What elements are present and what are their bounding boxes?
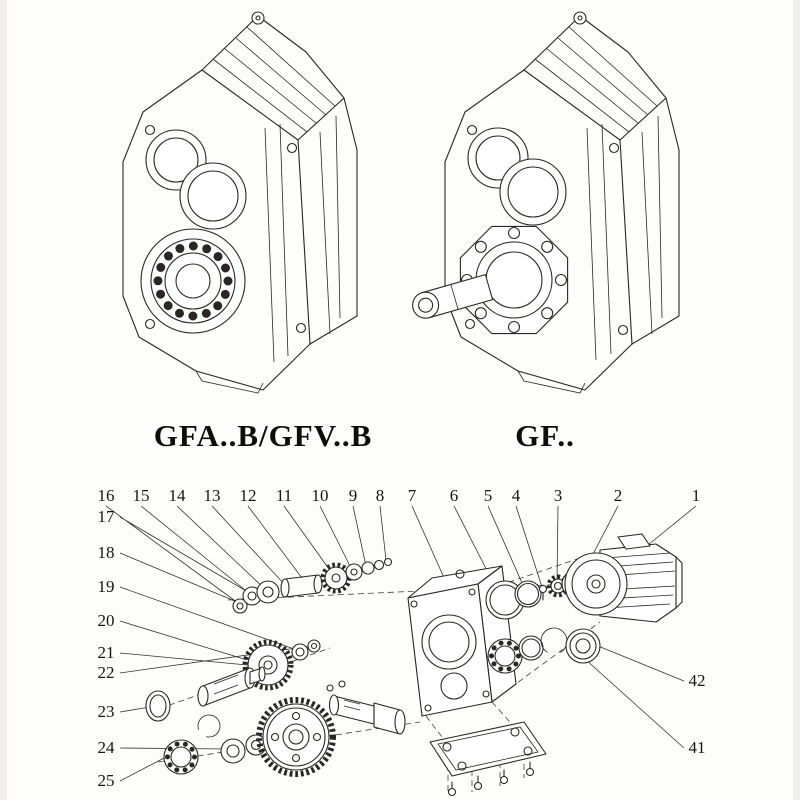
gf-input-bores — [467, 127, 567, 226]
output-shaft — [328, 694, 406, 735]
gf-foot-step — [517, 370, 586, 394]
retaining-ring — [197, 714, 221, 738]
model-label-gf: GF.. — [515, 418, 575, 453]
bearing — [256, 580, 280, 604]
callout-number: 15 — [133, 486, 150, 505]
callout-number: 7 — [408, 486, 417, 505]
gf-output-shaft — [412, 274, 494, 319]
callout-number: 23 — [98, 702, 115, 721]
oil-seal — [565, 628, 601, 664]
mounting-bolts — [447, 761, 535, 797]
callout-number: 19 — [98, 577, 115, 596]
exploded-view: 16 15 14 13 12 11 10 9 8 7 6 5 4 3 2 1 1… — [98, 486, 706, 797]
gf-breather-plug — [573, 11, 587, 25]
small-gear — [320, 562, 352, 594]
spacer-ring — [518, 635, 544, 661]
callout-number: 9 — [349, 486, 358, 505]
callout-number: 25 — [98, 771, 115, 790]
electric-motor — [564, 533, 683, 623]
washer — [291, 643, 309, 661]
callout-number: 3 — [554, 486, 563, 505]
motor-flange — [564, 552, 628, 616]
output-shaft-parts — [163, 680, 406, 777]
gfab-top-ribs — [212, 26, 336, 133]
gf-top-face — [523, 69, 667, 141]
retaining-ring — [540, 627, 568, 655]
model-label-gfab: GFA..B/GFV..B — [154, 418, 373, 453]
callout-number: 2 — [614, 486, 623, 505]
locknut — [373, 559, 385, 571]
gfab-front-ribs — [264, 123, 289, 363]
callout-number: 42 — [689, 671, 706, 690]
gf-front-right-edge — [619, 139, 633, 345]
callout-number: 20 — [98, 611, 115, 630]
callout-number: 41 — [689, 738, 706, 757]
callout-number: 18 — [98, 543, 115, 562]
gfab-hollow-shaft-bearing — [140, 228, 246, 334]
key — [383, 557, 393, 567]
gfab-input-bores — [145, 129, 247, 230]
intermediate-shaft — [197, 666, 266, 707]
gf-front-ribs — [586, 123, 612, 361]
callout-number: 12 — [240, 486, 257, 505]
gfab-side-ribs — [319, 115, 341, 335]
gf-output-flange — [459, 225, 569, 335]
bearing — [487, 638, 523, 674]
motor-end-cap — [675, 556, 683, 609]
spacer-ring — [361, 561, 375, 575]
callout-number: 22 — [98, 663, 115, 682]
callout-number: 16 — [98, 486, 115, 505]
gfab-front-right-edge — [297, 139, 311, 345]
intermediate-parts — [145, 639, 321, 722]
gfab-corner-bolt-holes — [144, 124, 307, 334]
motor-fins — [605, 552, 676, 609]
photo-margin-right — [793, 0, 800, 800]
gearbox-drawing-gfab — [122, 11, 358, 394]
motor-terminal-box — [617, 533, 651, 550]
gasket — [485, 580, 525, 620]
callout-number: 11 — [276, 486, 292, 505]
gear-housing — [407, 565, 517, 717]
washer — [307, 639, 321, 653]
washer — [232, 598, 248, 614]
pinion-shaft — [280, 574, 323, 598]
callout-numbers: 16 15 14 13 12 11 10 9 8 7 6 5 4 3 2 1 1… — [98, 486, 706, 790]
gfab-breather-plug — [251, 11, 265, 25]
pin — [326, 684, 334, 692]
bolt — [538, 584, 548, 601]
gf-corner-bolt-holes — [464, 124, 629, 336]
input-shaft-parts — [232, 557, 393, 614]
output-right-parts — [487, 627, 601, 674]
callout-number: 14 — [169, 486, 187, 505]
gearbox-drawing-gf — [412, 11, 680, 394]
callout-number: 1 — [692, 486, 701, 505]
base-flange-plate — [429, 721, 547, 777]
callout-number: 13 — [204, 486, 221, 505]
washer — [345, 563, 363, 581]
callout-number: 5 — [484, 486, 493, 505]
output-gear — [256, 697, 336, 777]
gf-top-ribs — [534, 26, 658, 133]
callout-number: 17 — [98, 507, 116, 526]
gfab-foot-step — [195, 370, 264, 394]
o-ring — [514, 580, 542, 608]
callout-number: 10 — [312, 486, 329, 505]
leader-lines — [105, 505, 697, 782]
pin — [338, 680, 346, 688]
gfab-top-face — [201, 69, 345, 141]
bearing — [163, 739, 199, 775]
photo-margin-left — [0, 0, 7, 800]
callout-number: 8 — [376, 486, 385, 505]
callout-number: 21 — [98, 643, 115, 662]
gfab-silhouette — [122, 15, 358, 391]
washer — [220, 738, 246, 764]
base-flange-parts — [429, 721, 547, 797]
gf-side-ribs — [641, 115, 663, 335]
callout-number: 4 — [512, 486, 521, 505]
oil-seal — [145, 690, 171, 722]
callout-number: 6 — [450, 486, 459, 505]
gf-silhouette — [444, 15, 680, 391]
callout-number: 24 — [98, 738, 116, 757]
